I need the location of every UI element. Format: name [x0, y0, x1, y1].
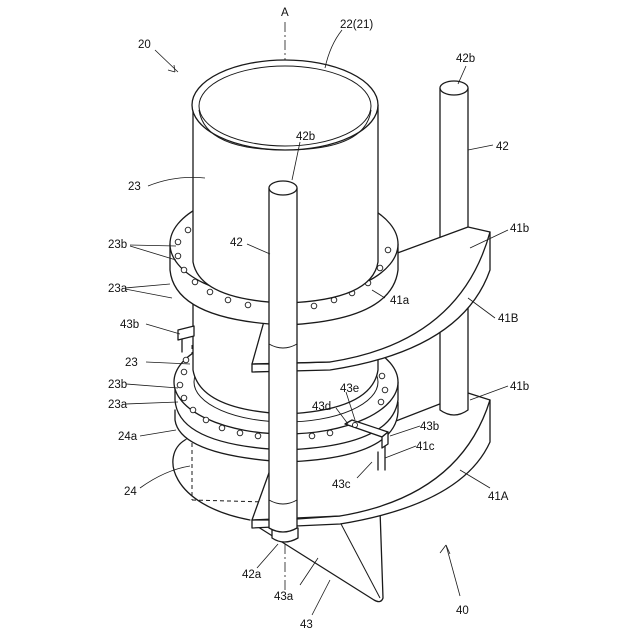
label-rod-42b-left: 42b: [296, 131, 315, 143]
label-assembly-20: 20: [138, 39, 151, 51]
pipe-top-rim-outer: [192, 60, 378, 150]
label-43b-right: 43b: [420, 421, 439, 433]
label-23b-top: 23b: [108, 239, 127, 251]
rod-42b-right-top: [440, 81, 468, 95]
label-frame-40: 40: [456, 605, 469, 617]
label-43e: 43e: [340, 383, 359, 395]
label-plate-41B: 41B: [498, 313, 519, 325]
label-pipe-23-mid: 23: [125, 357, 138, 369]
label-43b-left: 43b: [120, 319, 139, 331]
label-rod-end-41b-top: 41b: [510, 223, 529, 235]
label-axis-a: A: [281, 7, 289, 19]
label-rod-top-42b-right: 42b: [456, 53, 475, 65]
label-43a: 43a: [274, 591, 294, 603]
rod-42b-left-top: [269, 181, 297, 195]
label-rod-end-41b-bottom: 41b: [510, 381, 529, 393]
bracket-43e-hole: [353, 423, 358, 428]
label-41c: 41c: [416, 441, 435, 453]
label-pipe-23-top: 23: [128, 181, 141, 193]
bracket-43b-left: [178, 326, 194, 340]
label-plate-24: 24: [124, 486, 137, 498]
label-24a: 24a: [118, 431, 138, 443]
rod-42-left: [269, 188, 297, 532]
label-tube-22: 22(21): [340, 19, 373, 31]
label-43d: 43d: [312, 401, 331, 413]
label-41a: 41a: [390, 295, 410, 307]
label-rod-42-right: 42: [496, 141, 509, 153]
label-23a-top: 23a: [108, 283, 128, 295]
label-plate-41A: 41A: [488, 491, 509, 503]
label-43: 43: [300, 619, 313, 631]
label-rod-42-left: 42: [230, 237, 243, 249]
label-42a: 42a: [242, 569, 262, 581]
label-23a-mid: 23a: [108, 399, 128, 411]
label-43c: 43c: [332, 479, 351, 491]
label-23b-mid: 23b: [108, 379, 127, 391]
